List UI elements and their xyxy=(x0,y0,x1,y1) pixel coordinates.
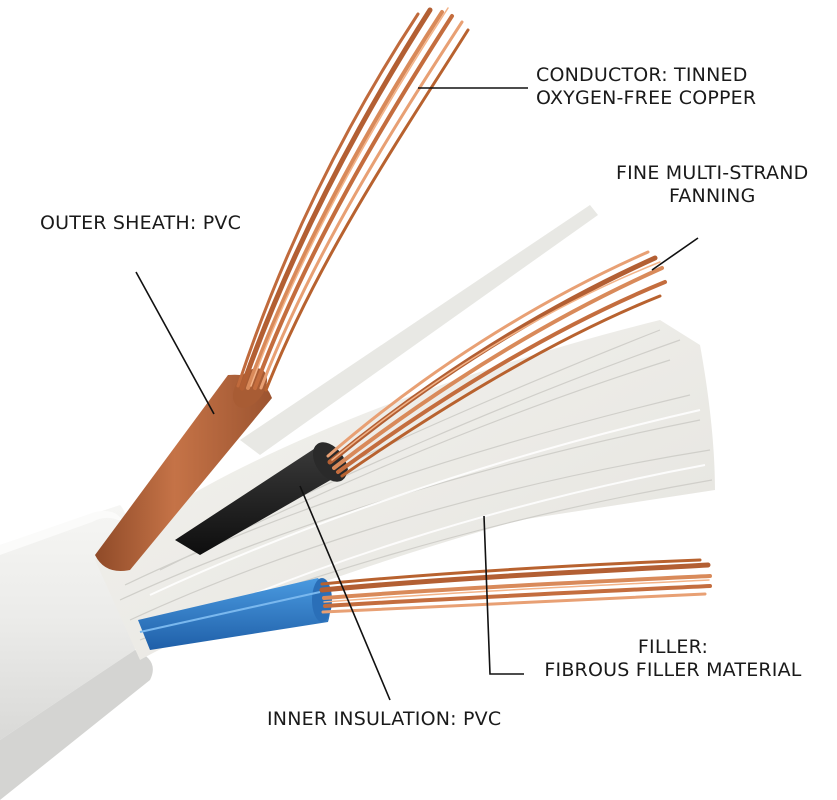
label-conductor-line2: OXYGEN-FREE COPPER xyxy=(536,87,757,109)
leader-line-fanning xyxy=(651,237,699,271)
conductor-strands-fanning xyxy=(326,250,667,478)
label-fanning-line1: FINE MULTI-STRAND xyxy=(616,162,809,184)
filler-material xyxy=(95,205,715,660)
label-filler-line2: FIBROUS FILLER MATERIAL xyxy=(544,659,802,681)
label-inner-insulation: INNER INSULATION: PVC xyxy=(267,708,501,731)
label-fanning-line2: FANNING xyxy=(668,185,756,207)
label-fanning: FINE MULTI-STRAND FANNING xyxy=(616,162,808,208)
label-outer-sheath-text: OUTER SHEATH: PVC xyxy=(40,212,242,234)
label-conductor-line1: CONDUCTOR: TINNED xyxy=(536,64,748,86)
leader-lines xyxy=(135,87,699,701)
label-outer-sheath: OUTER SHEATH: PVC xyxy=(40,212,241,235)
label-conductor: CONDUCTOR: TINNED OXYGEN-FREE COPPER xyxy=(536,64,756,110)
conductor-strands-lower xyxy=(319,558,712,614)
conductor-strands-upper xyxy=(236,7,470,392)
leader-line-filler xyxy=(483,515,524,675)
label-filler-line1: FILLER: xyxy=(637,636,709,658)
leader-line-outer-sheath xyxy=(135,271,215,415)
label-filler: FILLER: FIBROUS FILLER MATERIAL xyxy=(532,636,814,682)
leader-line-inner-insulation xyxy=(299,485,391,701)
label-inner-insulation-text: INNER INSULATION: PVC xyxy=(267,708,502,730)
